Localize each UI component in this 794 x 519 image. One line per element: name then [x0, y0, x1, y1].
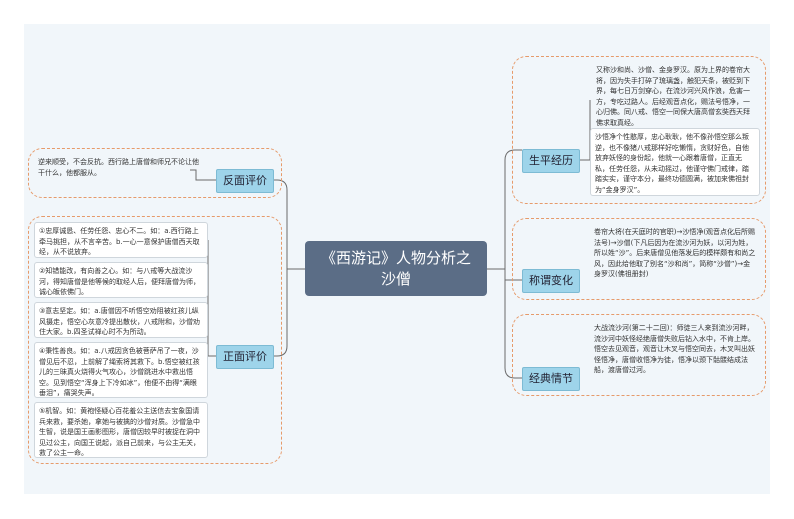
group-zhengmian: [28, 216, 282, 464]
note-zhengmian-5: ⑤机智。如：黄袍怪疑心百花羞公主送信去宝象国请兵来救，要杀她，拿她与被擒的沙僧对…: [34, 402, 208, 458]
branch-zhengmian[interactable]: 正面评价: [216, 345, 274, 369]
group-fanmian: [28, 148, 282, 198]
note-shengping-2: 沙悟净个性憨厚，忠心耿耿，他不像孙悟空那么叛逆，也不像猪八戒那样好吃懒惰，贪财好…: [590, 128, 760, 196]
note-chenghu: 卷帘大将(在天庭时的官职)→沙悟净(观音点化后所赐法号)→沙僧(下凡后因为在流沙…: [594, 228, 756, 278]
branch-shengping[interactable]: 生平经历: [522, 149, 580, 173]
center-title: 《西游记》人物分析之沙僧: [321, 248, 472, 288]
note-zhengmian-3: ③意志坚定。如：a.唐僧因不听悟空劝阻被红孩儿纵风摄走，悟空心灰意冷提出散伙，八…: [34, 302, 208, 338]
note-fanmian: 逆来顺受，不会反抗。西行路上唐僧和师兄不论让他干什么，他都服从。: [38, 158, 199, 177]
note-jingdian: 大战流沙河(第二十二回)：师徒三人来到流沙河畔，流沙河中妖怪经绝唐僧失败后钻入水…: [594, 324, 755, 374]
group-shengping: [512, 56, 766, 204]
note-zhengmian-4: ④秉性善良。如：a.八戒因贪色被菩萨吊了一夜，沙僧见后不忍，上前解了绳索将其救下…: [34, 342, 208, 398]
note-zhengmian-2: ②知错能改，有向善之心。如：与八戒等大战流沙河，得知唐僧是他等候的取经人后，便拜…: [34, 262, 208, 298]
branch-fanmian[interactable]: 反面评价: [216, 169, 274, 193]
group-chenghu: [512, 218, 766, 300]
branch-jingdian[interactable]: 经典情节: [522, 367, 580, 391]
note-shengping-1: 又称沙和尚、沙僧、金身罗汉。原为上界的卷帘大将，因为失手打碎了琉璃盏，触犯天条，…: [596, 66, 750, 127]
note-zhengmian-1: ①忠厚诚恳、任劳任怨、忠心不二。如：a.西行路上牵马挑担，从不言辛苦。b.一心一…: [34, 222, 208, 258]
branch-chenghu[interactable]: 称谓变化: [522, 269, 580, 293]
center-topic: 《西游记》人物分析之沙僧: [305, 241, 487, 296]
group-jingdian: [512, 314, 766, 396]
